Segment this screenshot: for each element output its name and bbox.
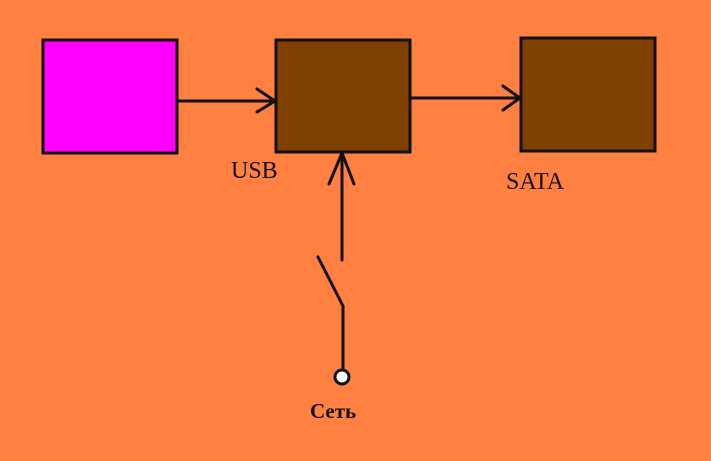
usb-label: USB: [231, 158, 278, 184]
arrow-usb-to-sata: [408, 84, 522, 112]
network-label: Сеть: [310, 399, 357, 423]
switch-lever: [316, 255, 345, 308]
power-terminal: [333, 368, 351, 386]
arrow-switch-to-usb: [327, 151, 356, 262]
sata-block: [519, 36, 657, 153]
arrow-source-to-usb: [175, 87, 277, 114]
source-block: [41, 38, 179, 155]
sata-label: SATA: [506, 169, 565, 195]
usb-block: [274, 38, 412, 154]
